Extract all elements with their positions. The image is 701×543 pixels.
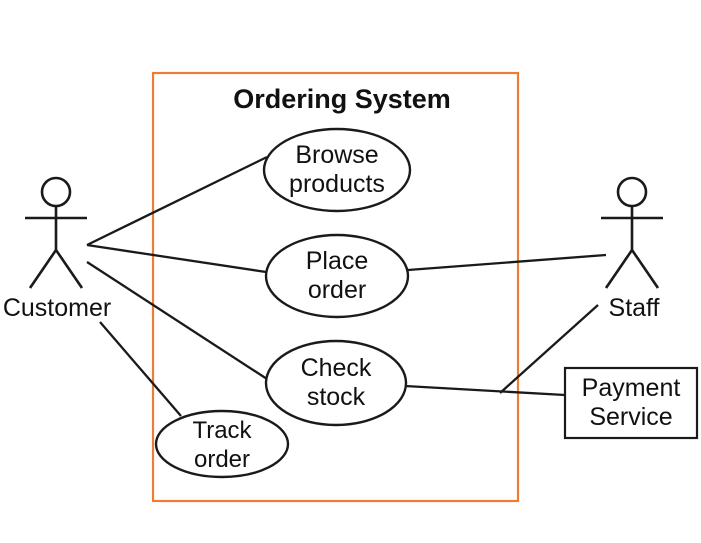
actor-head-staff xyxy=(616,176,648,208)
use-case-ellipse-place-order[interactable] xyxy=(264,233,410,319)
association-customer-browse-products[interactable] xyxy=(86,155,268,247)
actor-legs-customer xyxy=(28,247,84,289)
use-case-label-check-stock: stock xyxy=(307,383,366,411)
association-lines xyxy=(86,155,607,417)
actor-label-staff: Staff xyxy=(609,294,660,322)
external-system-box-payment-service[interactable] xyxy=(563,366,699,440)
system-boundary-title: Ordering System xyxy=(233,84,451,114)
association-customer-check-stock[interactable] xyxy=(86,261,268,380)
actor-nodes: Customer Staff xyxy=(3,176,663,322)
association-check-stock-payment-service[interactable] xyxy=(404,384,566,397)
use-case-label-browse-products: products xyxy=(289,170,385,198)
actor-staff[interactable]: Staff xyxy=(601,176,663,322)
association-customer-track-order[interactable] xyxy=(99,321,182,417)
actor-head-customer xyxy=(40,176,72,208)
external-system-label-payment-service: Payment xyxy=(582,374,681,402)
external-system-label-payment-service: Service xyxy=(589,403,672,431)
system-boundary-box[interactable] xyxy=(151,71,520,503)
association-staff-place-order[interactable] xyxy=(407,253,607,272)
use-case-ellipse-track-order[interactable] xyxy=(154,409,290,479)
use-case-nodes: BrowseproductsPlaceorderCheckstockTracko… xyxy=(154,127,412,479)
use-case-label-check-stock: Check xyxy=(301,354,372,382)
use-case-label-place-order: order xyxy=(308,276,366,304)
actor-customer[interactable]: Customer xyxy=(3,176,111,322)
use-case-label-track-order: order xyxy=(194,446,250,473)
association-customer-place-order[interactable] xyxy=(86,243,267,274)
use-case-ellipse-browse-products[interactable] xyxy=(262,127,412,213)
use-case-label-track-order: Track xyxy=(192,417,252,444)
use-case-ellipse-check-stock[interactable] xyxy=(264,339,408,427)
use-case-label-browse-products: Browse xyxy=(295,141,378,169)
use-case-label-place-order: Place xyxy=(306,247,369,275)
actor-label-customer: Customer xyxy=(3,294,111,322)
association-staff-payment-junction[interactable] xyxy=(499,304,599,394)
actor-legs-staff xyxy=(604,247,660,289)
